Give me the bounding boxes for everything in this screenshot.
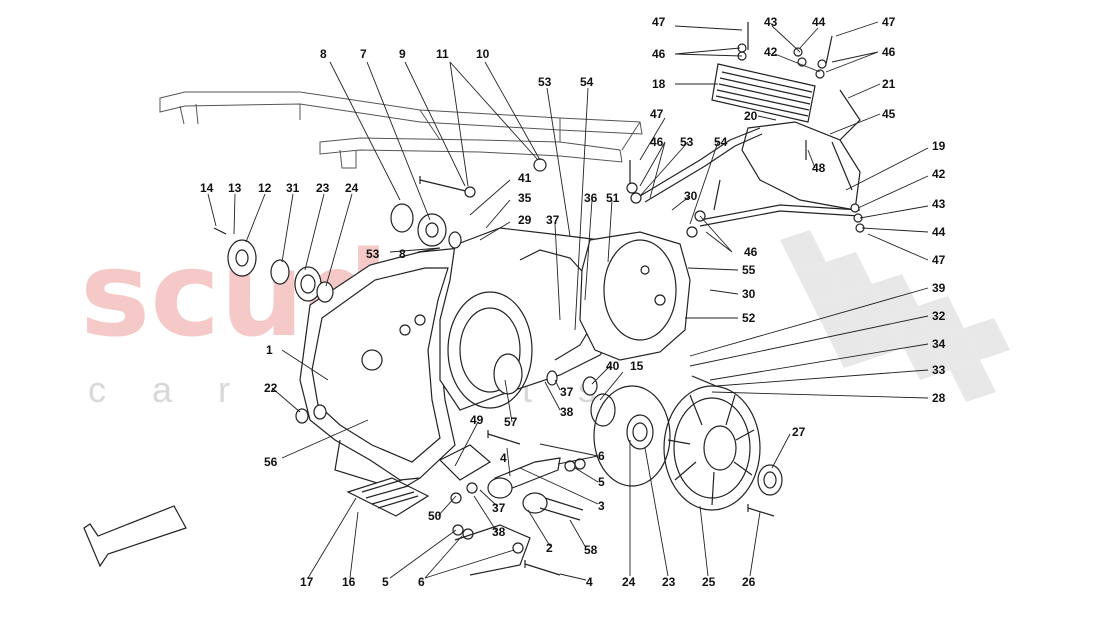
callout-56: 56 [264,455,278,469]
callout-42b: 42 [932,167,946,181]
callout-58: 58 [584,543,598,557]
callout-21: 21 [882,77,896,91]
callout-8: 8 [320,47,327,61]
callout-45: 45 [882,107,896,121]
callout-41: 41 [518,171,532,185]
rear-housing [579,231,691,361]
callout-5: 5 [598,475,605,489]
small-parts [227,203,783,496]
callout-33: 33 [932,363,946,377]
callout-57: 57 [504,415,518,429]
callout-5b: 5 [382,575,389,589]
callout-42: 42 [764,45,778,59]
callout-3: 3 [598,499,605,513]
callout-30b: 30 [742,287,756,301]
callout-2: 2 [546,541,553,555]
callout-23: 23 [316,181,330,195]
callout-19: 19 [932,139,946,153]
callout-51: 51 [606,191,620,205]
callout-6: 6 [598,449,605,463]
callout-18: 18 [652,77,666,91]
callout-37: 37 [546,213,560,227]
callout-44b: 44 [932,225,946,239]
callout-43: 43 [764,15,778,29]
callout-50: 50 [428,509,442,523]
checkered-flag-logo [780,230,1010,402]
gearbox-housing [299,247,471,491]
callout-49: 49 [470,413,484,427]
callout-14: 14 [200,181,214,195]
callout-26: 26 [742,575,756,589]
callout-25: 25 [702,575,716,589]
callout-38b: 38 [492,525,506,539]
callout-32: 32 [932,309,946,323]
callout-12: 12 [258,181,272,195]
callout-47d: 47 [650,107,664,121]
intermediate-casing [439,227,626,411]
callout-47: 47 [652,15,666,29]
callout-46d: 46 [744,245,758,259]
callout-43b: 43 [932,197,946,211]
callout-48: 48 [812,161,826,175]
callout-9: 9 [399,47,406,61]
callout-22: 22 [264,381,278,395]
callout-23b: 23 [662,575,676,589]
callout-17: 17 [300,575,314,589]
callout-46b: 46 [882,45,896,59]
callout-20: 20 [744,109,758,123]
callout-47c: 47 [932,253,946,267]
callout-28: 28 [932,391,946,405]
callout-13: 13 [228,181,242,195]
callout-labels: 8 7 9 11 10 53 54 14 13 12 31 23 24 1 22… [200,15,946,589]
callout-54b: 54 [714,135,728,149]
bolts [213,22,865,576]
oil-cooler [711,63,816,123]
callout-15: 15 [630,359,644,373]
callout-11: 11 [436,47,449,61]
callout-37b: 37 [560,385,574,399]
callout-46: 46 [652,47,666,61]
callout-4b: 4 [500,451,507,465]
callout-40: 40 [606,359,620,373]
callout-6b: 6 [418,575,425,589]
callout-37c: 37 [492,501,506,515]
callout-52: 52 [742,311,756,325]
callout-35: 35 [518,191,532,205]
callout-47b: 47 [882,15,896,29]
callout-39: 39 [932,281,946,295]
callout-55: 55 [742,263,756,277]
callout-27: 27 [792,425,806,439]
callout-54: 54 [580,75,594,89]
shift-linkage [438,444,584,521]
callout-46c: 46 [650,135,664,149]
leader-lines [207,21,929,581]
lower-bracket [454,524,531,576]
callout-1: 1 [266,343,273,357]
callout-29: 29 [518,213,532,227]
callout-30: 30 [684,189,698,203]
callout-10: 10 [476,47,490,61]
callout-7: 7 [360,47,367,61]
callout-24: 24 [345,181,359,195]
callout-31: 31 [286,181,300,195]
chassis-frame [159,91,643,169]
callout-4: 4 [586,575,593,589]
callout-8b: 8 [399,247,406,261]
direction-arrow [83,505,187,568]
callout-53b: 53 [366,247,380,261]
gearbox-cover [663,385,761,511]
callout-34: 34 [932,337,946,351]
callout-16: 16 [342,575,356,589]
callout-36: 36 [584,191,598,205]
oil-screen [346,477,430,517]
callout-53c: 53 [680,135,694,149]
callout-24b: 24 [622,575,636,589]
callout-44: 44 [812,15,826,29]
callout-53: 53 [538,75,552,89]
callout-38: 38 [560,405,574,419]
